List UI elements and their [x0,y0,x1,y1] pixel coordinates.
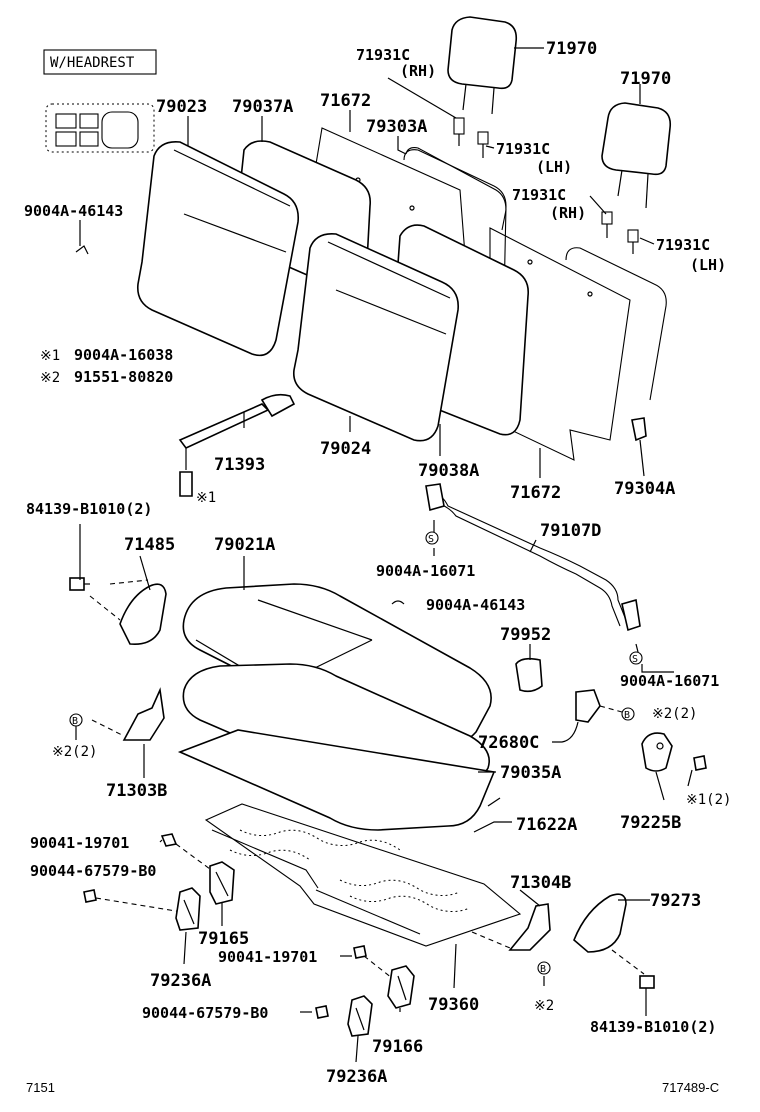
label-9004a-16071-lower: 9004A-16071 [620,672,719,690]
label-79107d: 79107D [540,521,601,541]
label-90044-right: 90044-67579-B0 [142,1004,268,1022]
strap-drawing [178,393,296,497]
note-1-part: 9004A-16038 [74,346,173,364]
seatback-cover-left-drawing [136,140,300,357]
label-79024: 79024 [320,439,371,459]
headrest-guide-drawings [453,117,639,254]
label-71931c-rh-right: 71931C [512,186,566,204]
leader-lines [75,47,674,1063]
symbol-markers: B B B S S [69,531,643,975]
label-79037a: 79037A [232,97,293,117]
label-79225b: 79225B [620,813,681,833]
hinge-cover-drawing [89,579,167,646]
leg-79236a-left-drawing [175,887,201,931]
label-79165: 79165 [198,929,249,949]
label-84139-right: 84139-B1010(2) [590,1018,716,1036]
label-71303b: 71303B [106,781,167,801]
seat-switch-icon [45,103,155,153]
hinge-71304b-drawing [471,903,551,951]
label-rh-right: (RH) [550,204,586,222]
label-79273: 79273 [650,891,701,911]
symbol-b-lock: B [624,710,630,721]
seat-rear-bar-drawing [425,483,641,632]
label-71931c-lh-top: 71931C [496,140,550,158]
seat-cushion-spring-pad-drawing [177,729,496,831]
hinge-71303b-drawing [91,687,165,741]
label-90041-right: 90041-19701 [218,948,317,966]
label-rh-top: (RH) [400,62,436,80]
label-71931c-lh-right: 71931C [656,236,710,254]
label-71672-lower: 71672 [510,483,561,503]
label-71931c-rh-top: 71931C [356,46,410,64]
leg-79165-drawing [209,861,235,905]
label-79360: 79360 [428,995,479,1015]
lock-72680c-drawing [552,689,623,743]
clip-drawing [75,245,405,605]
footer-page-code: 7151 [26,1080,55,1095]
label-x1-bolt: ※1 [196,490,216,506]
label-90041-left: 90041-19701 [30,834,129,852]
seat-cushion-frame-drawing [204,803,522,947]
label-79236a-right: 79236A [326,1067,387,1087]
part-labels: 71931C (RH) 71970 71970 71931C (LH) 7193… [24,39,731,1087]
label-79166: 79166 [372,1037,423,1057]
label-79303a: 79303A [366,117,427,137]
bolt-set-left-drawing [83,833,215,913]
bracket-79952-drawing [515,657,543,693]
note-2-mark: ※2 [40,370,60,386]
label-9004a-46143-left: 9004A-46143 [24,202,123,220]
label-lh-top: (LH) [536,158,572,176]
label-9004a-46143-mid: 9004A-46143 [426,596,525,614]
seatback-cover-right-drawing [292,232,459,442]
label-71304b: 71304B [510,873,571,893]
label-x22-lock: ※2(2) [652,706,697,722]
symbol-s-lower: S [632,654,638,665]
headrest-right-drawing [601,102,672,209]
label-71485: 71485 [124,535,175,555]
label-71622a: 71622A [516,815,577,835]
headrest-left-drawing [447,16,518,115]
label-90044-left: 90044-67579-B0 [30,862,156,880]
leg-79236a-right-drawing [347,995,373,1037]
label-x12: ※1(2) [686,792,731,808]
label-79952: 79952 [500,625,551,645]
legend-label: W/HEADREST [50,55,135,71]
note-1-mark: ※1 [40,348,60,364]
label-79038a: 79038A [418,461,479,481]
label-x2-bottom: ※2 [534,998,554,1014]
label-x22-left: ※2(2) [52,744,97,760]
label-71393: 71393 [214,455,265,475]
label-79023: 79023 [156,97,207,117]
label-71970-right: 71970 [620,69,671,89]
leg-79166-drawing [387,965,415,1009]
symbol-b-left: B [72,716,78,727]
label-79236a-left: 79236A [150,971,211,991]
cover-79273-drawing [573,893,655,989]
label-71970-top: 71970 [546,39,597,59]
label-71672-top: 71672 [320,91,371,111]
label-84139-left: 84139-B1010(2) [26,500,152,518]
label-79035a: 79035A [500,763,561,783]
footer-illustration-code: 717489-C [662,1080,719,1095]
headrest-legend: W/HEADREST [43,49,157,75]
label-79304a: 79304A [614,479,675,499]
bolt-set-right-drawing [315,945,393,1019]
headrest-frame-rod-drawing [405,147,507,231]
label-9004a-16071-upper: 9004A-16071 [376,562,475,580]
label-79021a: 79021A [214,535,275,555]
note-2-part: 91551-80820 [74,368,173,386]
label-lh-right: (LH) [690,256,726,274]
label-72680c: 72680C [478,733,539,753]
footnotes: ※1 9004A-16038 ※2 91551-80820 [40,346,173,386]
symbol-s-upper: S [428,534,434,545]
bolt-84139-left-drawing [69,577,90,591]
cover-79225b-drawing [641,732,707,787]
symbol-b-bottom: B [540,964,546,975]
